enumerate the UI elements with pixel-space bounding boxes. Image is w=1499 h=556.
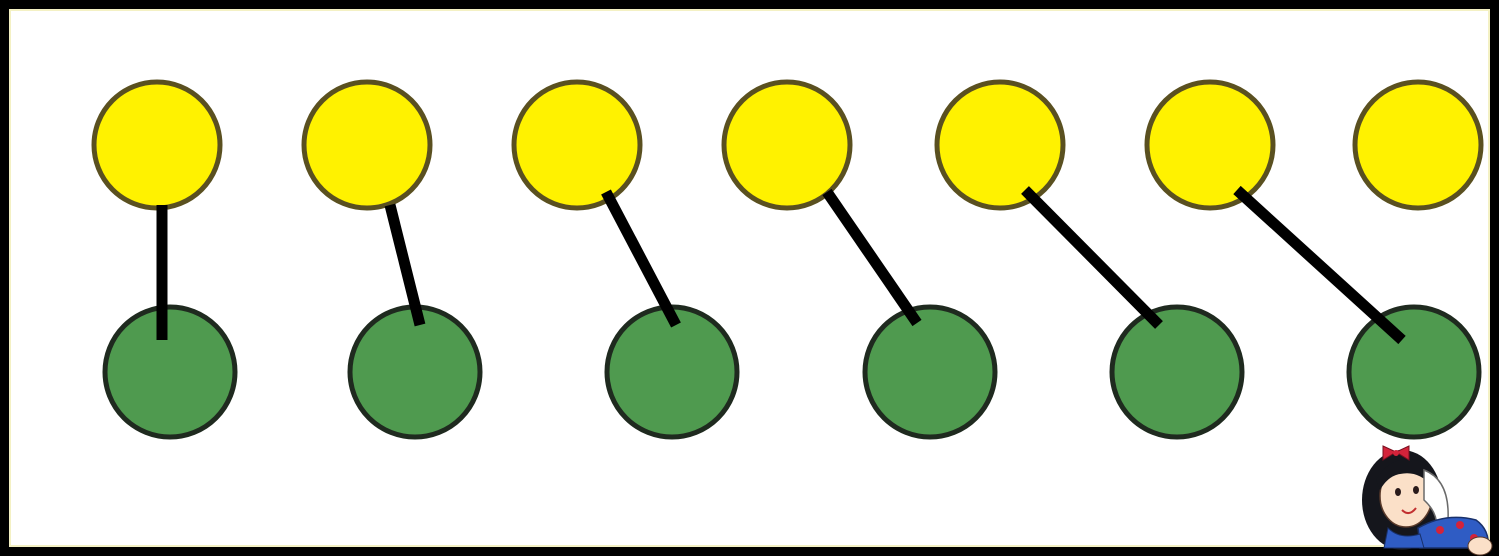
connector-line (1237, 190, 1402, 340)
green-circle (1349, 307, 1479, 437)
yellow-circle (1355, 82, 1481, 208)
character-bow-knot (1393, 450, 1399, 456)
yellow-circle (304, 82, 430, 208)
yellow-circle (1147, 82, 1273, 208)
yellow-circle (724, 82, 850, 208)
green-circle (1112, 307, 1242, 437)
character-sleeve-dot (1456, 521, 1464, 529)
yellow-circle (937, 82, 1063, 208)
green-circle-row (105, 307, 1479, 437)
character-eye (1395, 488, 1401, 496)
green-circle (865, 307, 995, 437)
green-circle (350, 307, 480, 437)
character-eye (1413, 486, 1419, 494)
green-circle (105, 307, 235, 437)
connector-line (606, 192, 676, 325)
snow-white-illustration (1362, 446, 1492, 555)
character-sleeve-dot (1436, 526, 1444, 534)
yellow-circle-row (94, 82, 1481, 208)
connector-line (827, 192, 917, 323)
yellow-circle (514, 82, 640, 208)
character-hand (1468, 537, 1492, 555)
connector-line (1025, 190, 1159, 325)
yellow-circle (94, 82, 220, 208)
